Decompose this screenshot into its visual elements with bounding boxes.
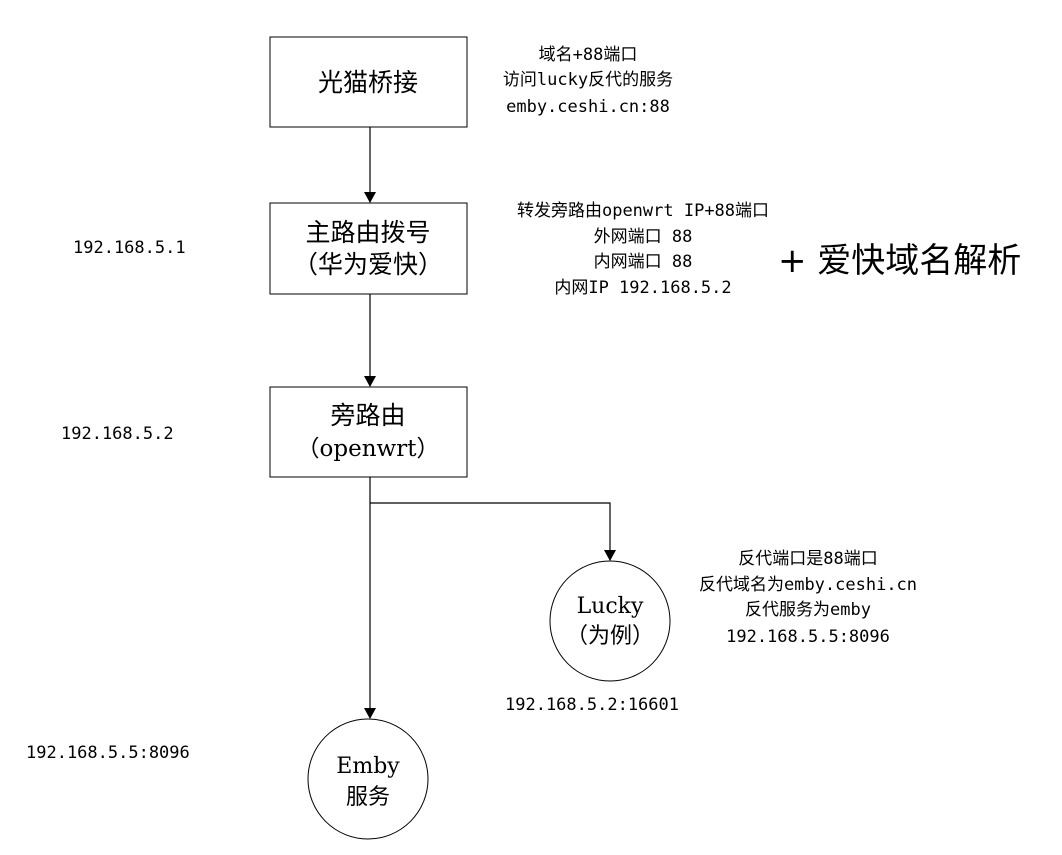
lucky-note-line: 反代端口是88端口 (738, 549, 877, 569)
emby-circle (307, 718, 429, 840)
modem-note-line: emby.ceshi.cn:88 (506, 97, 670, 117)
modem-box (269, 36, 468, 128)
modem-label: 光猫桥接 (318, 68, 418, 97)
lucky-note-line: 反代域名为emby.ceshi.cn (699, 575, 917, 595)
modem-note-line: 域名+88端口 (539, 45, 638, 65)
side-router-label-line2: （openwrt） (297, 436, 440, 462)
ikuai-dns-annotation: + 爱快域名解析 (778, 241, 1021, 281)
main-router-note: 转发旁路由openwrt IP+88端口 外网端口 88 内网端口 88 内网I… (517, 201, 769, 298)
emby-node: Emby 服务 (307, 718, 429, 840)
lucky-label-line2: （为例） (566, 624, 654, 649)
main-router-ip: 192.168.5.1 (73, 238, 186, 258)
main-router-note-line: 内网端口 88 (594, 252, 693, 272)
side-router-ip: 192.168.5.2 (61, 424, 174, 444)
lucky-note-line: 反代服务为emby (745, 600, 871, 620)
side-router-label-line1: 旁路由 (330, 401, 405, 430)
side-router-node: 旁路由 （openwrt） (269, 386, 468, 478)
side-router-box (269, 386, 468, 478)
arrow-side-router-to-lucky (370, 502, 616, 561)
emby-label-line2: 服务 (346, 785, 390, 810)
main-router-note-line: 外网端口 88 (594, 227, 693, 247)
main-router-note-line: 内网IP 192.168.5.2 (554, 278, 731, 298)
main-router-box (269, 202, 468, 295)
main-router-label-line1: 主路由拨号 (305, 218, 430, 247)
main-router-label-line2: （华为爱快） (293, 250, 443, 279)
lucky-node: Lucky （为例） (549, 560, 671, 682)
modem-note: 域名+88端口 访问lucky反代的服务 emby.ceshi.cn:88 (503, 45, 673, 117)
connectors (364, 127, 616, 719)
lucky-note-line: 192.168.5.5:8096 (726, 627, 890, 647)
lucky-label-line1: Lucky (577, 594, 644, 619)
main-router-note-line: 转发旁路由openwrt IP+88端口 (517, 201, 769, 221)
lucky-note: 反代端口是88端口 反代域名为emby.ceshi.cn 反代服务为emby 1… (699, 549, 917, 647)
lucky-circle (549, 560, 671, 682)
lucky-ip: 192.168.5.2:16601 (505, 695, 679, 715)
modem-node: 光猫桥接 (269, 36, 468, 128)
main-router-node: 主路由拨号 （华为爱快） (269, 202, 468, 295)
emby-label-line1: Emby (336, 754, 400, 779)
emby-ip: 192.168.5.5:8096 (26, 743, 190, 763)
modem-note-line: 访问lucky反代的服务 (503, 70, 673, 90)
